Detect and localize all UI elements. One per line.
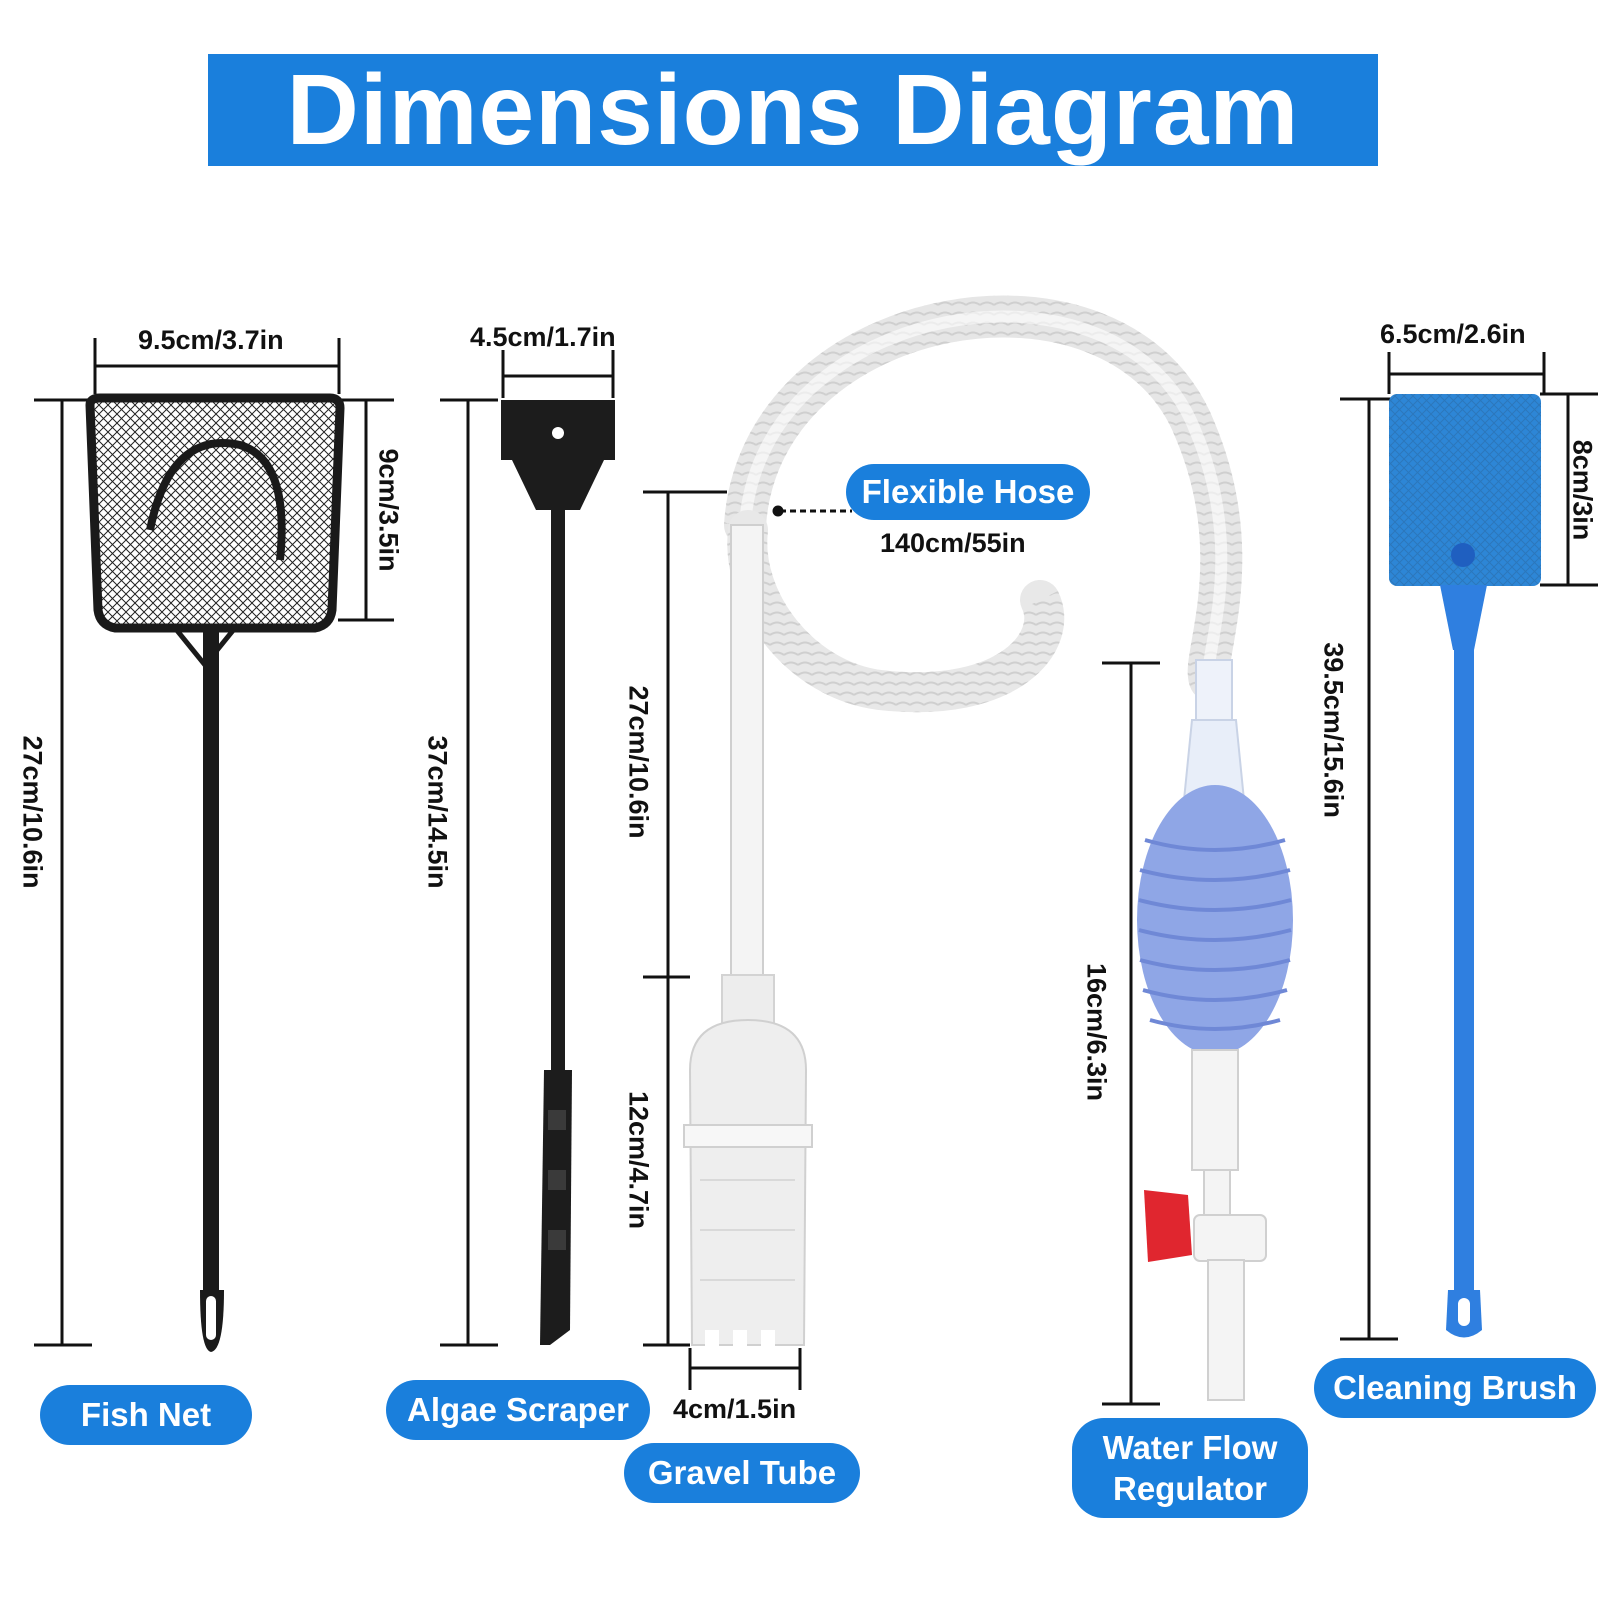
page-title: Dimensions Diagram <box>286 54 1300 166</box>
title-banner: Dimensions Diagram <box>208 54 1378 166</box>
brush-head-line <box>1540 392 1598 587</box>
fish-net-illustration <box>85 393 345 1352</box>
gravel-tube-name-pill: Gravel Tube <box>624 1443 860 1503</box>
flexible-hose-name: Flexible Hose <box>861 473 1075 511</box>
fish-net-head-line <box>338 398 394 622</box>
fish-net-length-label: 27cm/10.6in <box>17 735 48 889</box>
hose-pointer-line <box>772 505 852 517</box>
fish-net-head-height-label: 9cm/3.5in <box>373 448 404 572</box>
water-flow-regulator-name-line1: Water Flow <box>1102 1428 1278 1466</box>
fish-net-width-label: 9.5cm/3.7in <box>138 325 284 355</box>
fish-net-length-line <box>34 398 92 1347</box>
gravel-tube-lower-line <box>643 977 690 1347</box>
algae-scraper-length-line <box>440 398 498 1347</box>
fish-net-width-line <box>93 338 341 394</box>
cleaning-brush-illustration <box>1389 394 1541 1338</box>
gravel-tube-diameter-label: 4cm/1.5in <box>673 1394 797 1424</box>
regulator-length-line <box>1102 661 1160 1406</box>
algae-scraper-width-line <box>501 350 615 398</box>
brush-length-label: 39.5cm/15.6in <box>1318 642 1349 818</box>
algae-scraper-length-label: 37cm/14.5in <box>422 735 453 889</box>
gravel-tube-upper-length-label: 27cm/10.6in <box>623 685 654 839</box>
water-flow-regulator-illustration <box>1137 659 1293 1401</box>
gravel-tube-diameter-line <box>688 1348 802 1390</box>
gravel-tube-upper-line <box>643 490 727 979</box>
gravel-tube-illustration <box>683 524 813 1348</box>
gravel-tube-lower-length-label: 12cm/4.7in <box>623 1090 654 1230</box>
flexible-hose-name-pill: Flexible Hose <box>846 464 1090 520</box>
regulator-length-label: 16cm/6.3in <box>1081 962 1112 1102</box>
algae-scraper-name-pill: Algae Scraper <box>386 1380 650 1440</box>
brush-width-label: 6.5cm/2.6in <box>1380 319 1526 349</box>
cleaning-brush-name: Cleaning Brush <box>1333 1369 1577 1407</box>
algae-scraper-width-label: 4.5cm/1.7in <box>470 322 616 352</box>
brush-length-line <box>1340 397 1398 1341</box>
fish-net-name-pill: Fish Net <box>40 1385 252 1445</box>
algae-scraper-illustration <box>501 400 615 1345</box>
algae-scraper-name: Algae Scraper <box>407 1391 629 1429</box>
dimension-lines <box>34 338 1598 1406</box>
water-flow-regulator-name-line2: Regulator <box>1112 1470 1267 1507</box>
water-flow-regulator-name-pill: Water Flow Regulator <box>1072 1418 1308 1518</box>
fish-net-name: Fish Net <box>80 1396 212 1434</box>
brush-head-height-label: 8cm/3in <box>1567 439 1598 541</box>
brush-width-line <box>1387 352 1546 394</box>
gravel-tube-name: Gravel Tube <box>647 1454 837 1492</box>
cleaning-brush-name-pill: Cleaning Brush <box>1314 1358 1596 1418</box>
flexible-hose-length-label: 140cm/55in <box>880 528 1026 558</box>
